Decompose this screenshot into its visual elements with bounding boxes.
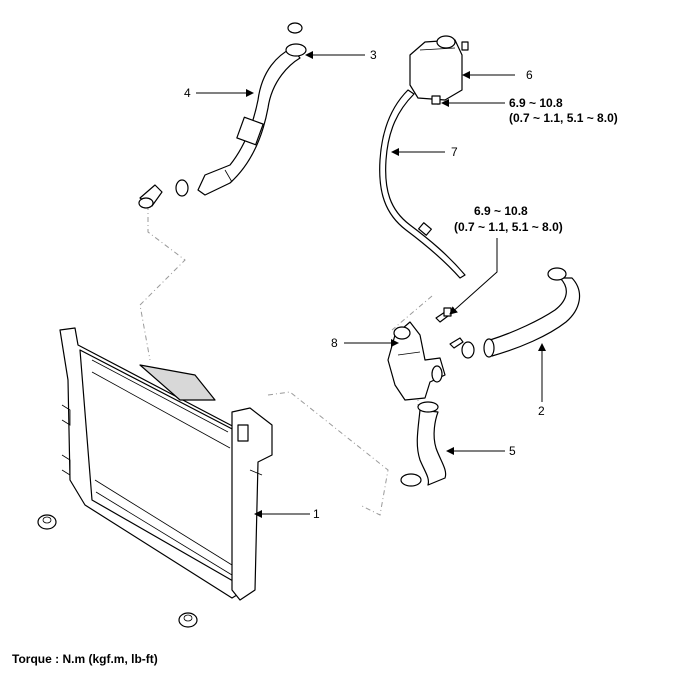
upper-hose-clamp-top	[285, 22, 307, 57]
callout-8: 8	[331, 336, 338, 350]
callout-5: 5	[509, 444, 516, 458]
torque-spec-reservoir-line1: 6.9 ~ 10.8	[509, 96, 563, 110]
callout-2: 2	[538, 404, 545, 418]
upper-radiator-hose	[197, 47, 301, 196]
torque-units-note: Torque : N.m (kgf.m, lb-ft)	[12, 652, 158, 666]
leader-lines	[196, 51, 546, 518]
callout-4: 4	[184, 86, 191, 100]
reservoir-tank	[409, 35, 469, 105]
callout-7: 7	[451, 145, 458, 159]
lower-mount-insulator-left	[37, 514, 57, 530]
callout-6: 6	[526, 68, 533, 82]
bypass-hose	[400, 401, 447, 487]
upper-hose-outlet-fitting	[138, 184, 163, 209]
upper-hose-clamp-bottom	[175, 179, 189, 197]
water-inlet-fitting	[387, 321, 446, 401]
lower-radiator-hose	[483, 267, 581, 358]
torque-spec-fitting-line2: (0.7 ~ 1.1, 5.1 ~ 8.0)	[454, 220, 563, 234]
torque-spec-reservoir-line2: (0.7 ~ 1.1, 5.1 ~ 8.0)	[509, 111, 618, 125]
hose-clamps-middle	[449, 337, 475, 359]
lower-mount-insulator-right	[178, 612, 198, 628]
callout-3: 3	[370, 48, 377, 62]
fitting-bolt	[435, 307, 452, 323]
callout-1: 1	[313, 507, 320, 521]
radiator	[59, 327, 273, 601]
torque-spec-fitting-line1: 6.9 ~ 10.8	[474, 204, 528, 218]
overflow-hose	[379, 89, 466, 279]
